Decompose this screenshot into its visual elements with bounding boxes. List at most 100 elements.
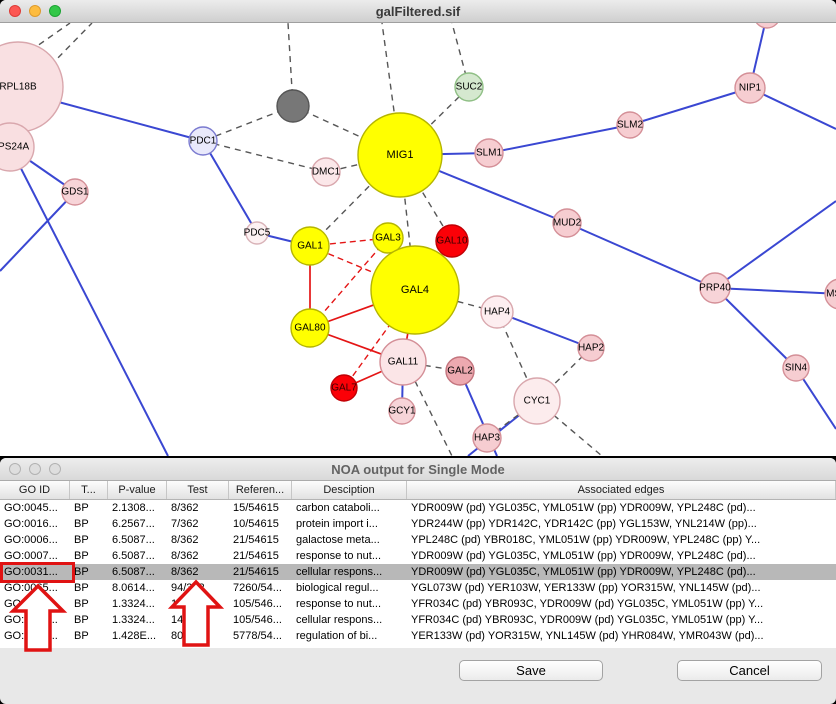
- node-label: DMC1: [312, 167, 341, 178]
- table-cell: 8/362: [171, 550, 199, 562]
- network-node-hap3[interactable]: [472, 423, 502, 453]
- close-button[interactable]: [9, 463, 21, 475]
- column-header[interactable]: Associated edges: [407, 481, 836, 499]
- network-node-gal1[interactable]: [290, 226, 330, 266]
- window-title: galFiltered.sif: [375, 3, 461, 19]
- node-label: GDS1: [61, 187, 89, 198]
- table-cell: BP: [74, 518, 89, 530]
- network-node-gal2[interactable]: [445, 356, 475, 386]
- network-edge[interactable]: [414, 380, 453, 456]
- table-cell: 7/362: [171, 518, 199, 530]
- table-cell: YFR034C (pd) YBR093C, YDR009W (pd) YGL03…: [411, 598, 764, 610]
- table-cell: 1.3324...: [112, 614, 155, 626]
- node-label: PDC5: [244, 228, 271, 239]
- minimize-button[interactable]: [29, 463, 41, 475]
- column-header[interactable]: GO ID: [0, 481, 70, 499]
- network-node-slm2[interactable]: [616, 111, 644, 139]
- network-node-gal7[interactable]: [330, 374, 358, 402]
- table-cell: BP: [74, 614, 89, 626]
- network-edge[interactable]: [9, 146, 169, 456]
- table-cell: 1.3324...: [112, 598, 155, 610]
- network-edge[interactable]: [629, 87, 751, 126]
- network-node-pdc1[interactable]: [188, 126, 218, 156]
- column-header[interactable]: Desciption: [292, 481, 407, 499]
- network-node-gcy1[interactable]: [388, 397, 416, 425]
- table-cell: YDR009W (pd) YGL035C, YML051W (pp) YDR00…: [411, 502, 756, 514]
- table-cell: BP: [74, 582, 89, 594]
- table-cell: 6.5087...: [112, 566, 155, 578]
- network-edge[interactable]: [749, 87, 836, 130]
- network-node-sin4[interactable]: [782, 354, 810, 382]
- table-cell: GO:0065...: [4, 582, 58, 594]
- network-edge[interactable]: [496, 311, 592, 349]
- network-node-hap2[interactable]: [577, 334, 605, 362]
- network-edge[interactable]: [566, 222, 716, 289]
- network-node-topright[interactable]: [754, 23, 780, 29]
- noa-window-titlebar[interactable]: NOA output for Single Mode: [0, 458, 836, 481]
- network-node-cyc1[interactable]: [513, 377, 561, 425]
- network-node-gal11[interactable]: [379, 338, 427, 386]
- node-label: SUC2: [456, 82, 483, 93]
- minimize-button[interactable]: [29, 5, 41, 17]
- network-node-gal3[interactable]: [372, 222, 404, 254]
- node-label: GAL4: [401, 284, 429, 296]
- network-node-mud2[interactable]: [552, 208, 582, 238]
- zoom-button[interactable]: [49, 463, 61, 475]
- network-edge[interactable]: [0, 191, 76, 272]
- close-button[interactable]: [9, 5, 21, 17]
- table-cell: BP: [74, 598, 89, 610]
- zoom-button[interactable]: [49, 5, 61, 17]
- network-node-gal10[interactable]: [435, 224, 469, 258]
- network-edge[interactable]: [714, 287, 836, 295]
- column-header[interactable]: Test: [167, 481, 229, 499]
- network-node-pdc5[interactable]: [245, 221, 269, 245]
- cancel-button[interactable]: Cancel: [677, 660, 822, 681]
- network-node-gds1[interactable]: [61, 178, 89, 206]
- column-header[interactable]: T...: [70, 481, 108, 499]
- network-edge[interactable]: [39, 96, 204, 142]
- network-node-hap4[interactable]: [480, 295, 514, 329]
- network-window-titlebar[interactable]: galFiltered.sif: [0, 0, 836, 23]
- network-node-prp40[interactable]: [699, 272, 731, 304]
- network-node-dmc1[interactable]: [311, 157, 341, 187]
- network-node-gal80[interactable]: [290, 308, 330, 348]
- network-node-suc2[interactable]: [454, 72, 484, 102]
- network-edge[interactable]: [202, 140, 327, 173]
- network-node-rps24a[interactable]: [0, 122, 35, 172]
- node-label: GAL2: [447, 366, 473, 377]
- table-cell: 21/54615: [233, 566, 279, 578]
- network-node-mig1[interactable]: [357, 112, 443, 198]
- network-edge[interactable]: [292, 105, 401, 156]
- table-cell: response to nut...: [296, 550, 381, 562]
- network-edge[interactable]: [714, 287, 797, 369]
- column-header[interactable]: P-value: [108, 481, 167, 499]
- network-node-nip1[interactable]: [734, 72, 766, 104]
- network-edge[interactable]: [714, 200, 836, 289]
- network-node-gal4[interactable]: [370, 245, 460, 335]
- network-node-dark[interactable]: [276, 89, 310, 123]
- network-edge[interactable]: [202, 140, 258, 234]
- network-svg: RPL18BRPS24AGDS1PDC1MIG1SUC2SLM1SLM2NIP1…: [0, 23, 836, 456]
- table-cell: YDR009W (pd) YGL035C, YML051W (pp) YDR00…: [411, 550, 756, 562]
- network-node-msn5[interactable]: [824, 278, 836, 310]
- network-edge[interactable]: [488, 124, 631, 154]
- network-node-slm1[interactable]: [474, 138, 504, 168]
- save-button[interactable]: Save: [459, 660, 603, 681]
- table-cell: 5778/54...: [233, 630, 282, 642]
- network-edge[interactable]: [29, 23, 71, 52]
- column-header[interactable]: Referen...: [229, 481, 292, 499]
- table-cell: YDR009W (pd) YGL035C, YML051W (pp) YDR00…: [411, 566, 756, 578]
- network-canvas[interactable]: RPL18BRPS24AGDS1PDC1MIG1SUC2SLM1SLM2NIP1…: [0, 23, 836, 456]
